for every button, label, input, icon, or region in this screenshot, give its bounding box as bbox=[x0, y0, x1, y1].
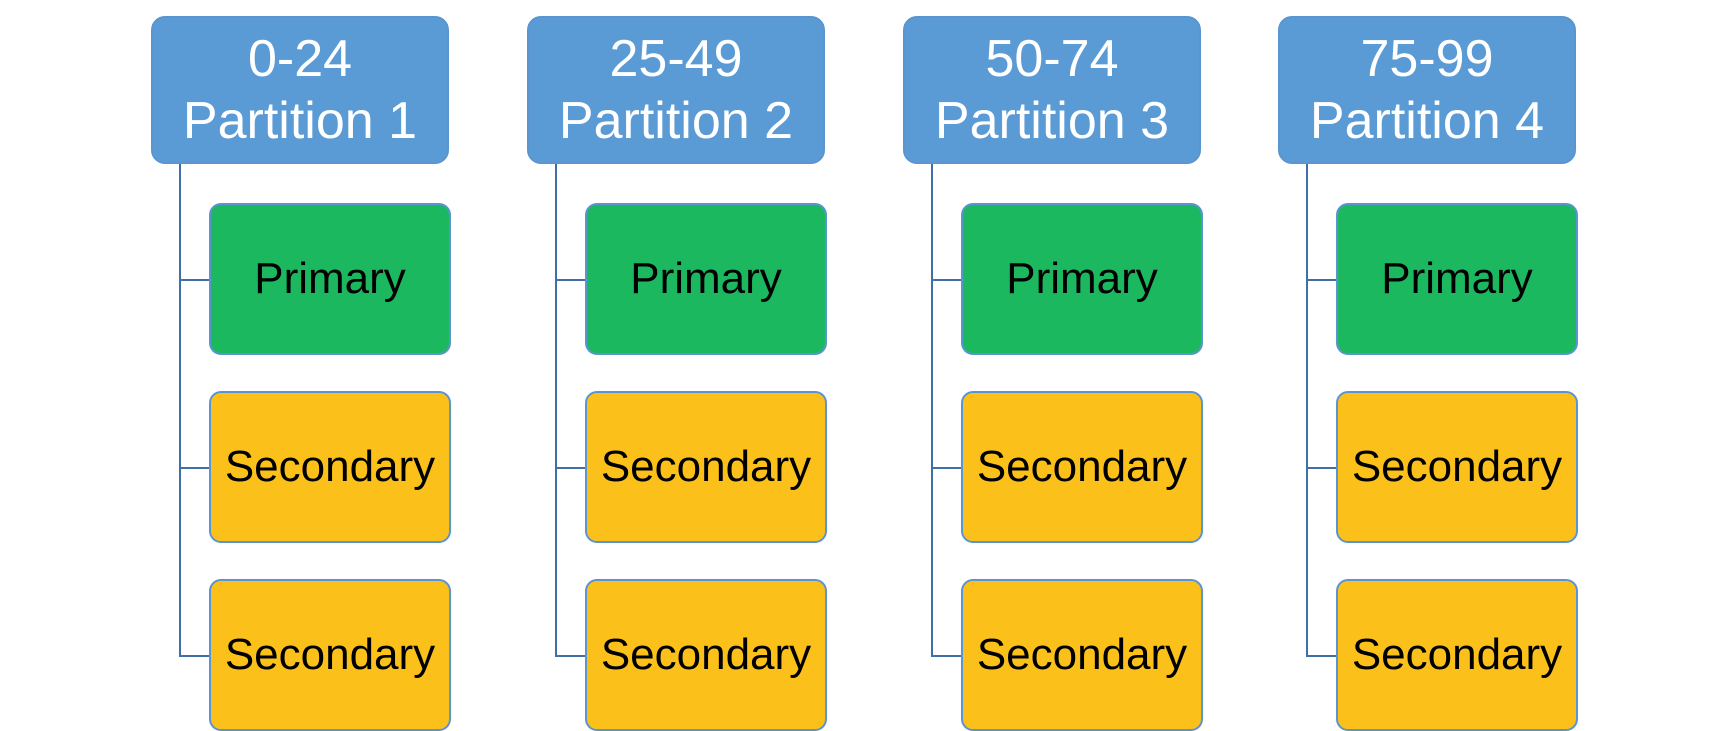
tree-connector-horizontal bbox=[179, 279, 209, 281]
secondary-node: Secondary bbox=[961, 391, 1203, 543]
partition-header-4: 75-99 Partition 4 bbox=[1278, 16, 1576, 164]
partition-range: 50-74 bbox=[985, 30, 1119, 88]
partition-range: 25-49 bbox=[609, 30, 743, 88]
partition-name: Partition 3 bbox=[934, 92, 1170, 150]
partition-header-3: 50-74 Partition 3 bbox=[903, 16, 1201, 164]
partition-header-2: 25-49 Partition 2 bbox=[527, 16, 825, 164]
tree-connector-horizontal bbox=[555, 467, 585, 469]
secondary-node: Secondary bbox=[585, 579, 827, 731]
tree-connector-horizontal bbox=[1306, 467, 1336, 469]
tree-connector-horizontal bbox=[179, 467, 209, 469]
partition-name: Partition 1 bbox=[182, 92, 418, 150]
primary-node: Primary bbox=[1336, 203, 1578, 355]
tree-connector-horizontal bbox=[555, 279, 585, 281]
tree-connector-vertical bbox=[931, 164, 933, 655]
partition-name: Partition 4 bbox=[1309, 92, 1545, 150]
tree-connector-horizontal bbox=[1306, 279, 1336, 281]
partition-column-1: 0-24 Partition 1 Primary Secondary Secon… bbox=[151, 0, 481, 731]
tree-connector-horizontal bbox=[555, 655, 585, 657]
tree-connector-horizontal bbox=[179, 655, 209, 657]
partition-range: 0-24 bbox=[247, 30, 353, 88]
secondary-node: Secondary bbox=[209, 391, 451, 543]
secondary-node: Secondary bbox=[1336, 391, 1578, 543]
tree-connector-vertical bbox=[555, 164, 557, 655]
partition-column-4: 75-99 Partition 4 Primary Secondary Seco… bbox=[1278, 0, 1608, 731]
partition-column-2: 25-49 Partition 2 Primary Secondary Seco… bbox=[527, 0, 857, 731]
secondary-node: Secondary bbox=[1336, 579, 1578, 731]
partition-column-3: 50-74 Partition 3 Primary Secondary Seco… bbox=[903, 0, 1233, 731]
partition-range: 75-99 bbox=[1360, 30, 1494, 88]
secondary-node: Secondary bbox=[585, 391, 827, 543]
primary-node: Primary bbox=[585, 203, 827, 355]
tree-connector-vertical bbox=[179, 164, 181, 655]
partition-header-1: 0-24 Partition 1 bbox=[151, 16, 449, 164]
tree-connector-horizontal bbox=[931, 467, 961, 469]
tree-connector-horizontal bbox=[931, 655, 961, 657]
tree-connector-horizontal bbox=[931, 279, 961, 281]
secondary-node: Secondary bbox=[209, 579, 451, 731]
partition-name: Partition 2 bbox=[558, 92, 794, 150]
secondary-node: Secondary bbox=[961, 579, 1203, 731]
tree-connector-vertical bbox=[1306, 164, 1308, 655]
primary-node: Primary bbox=[961, 203, 1203, 355]
tree-connector-horizontal bbox=[1306, 655, 1336, 657]
primary-node: Primary bbox=[209, 203, 451, 355]
